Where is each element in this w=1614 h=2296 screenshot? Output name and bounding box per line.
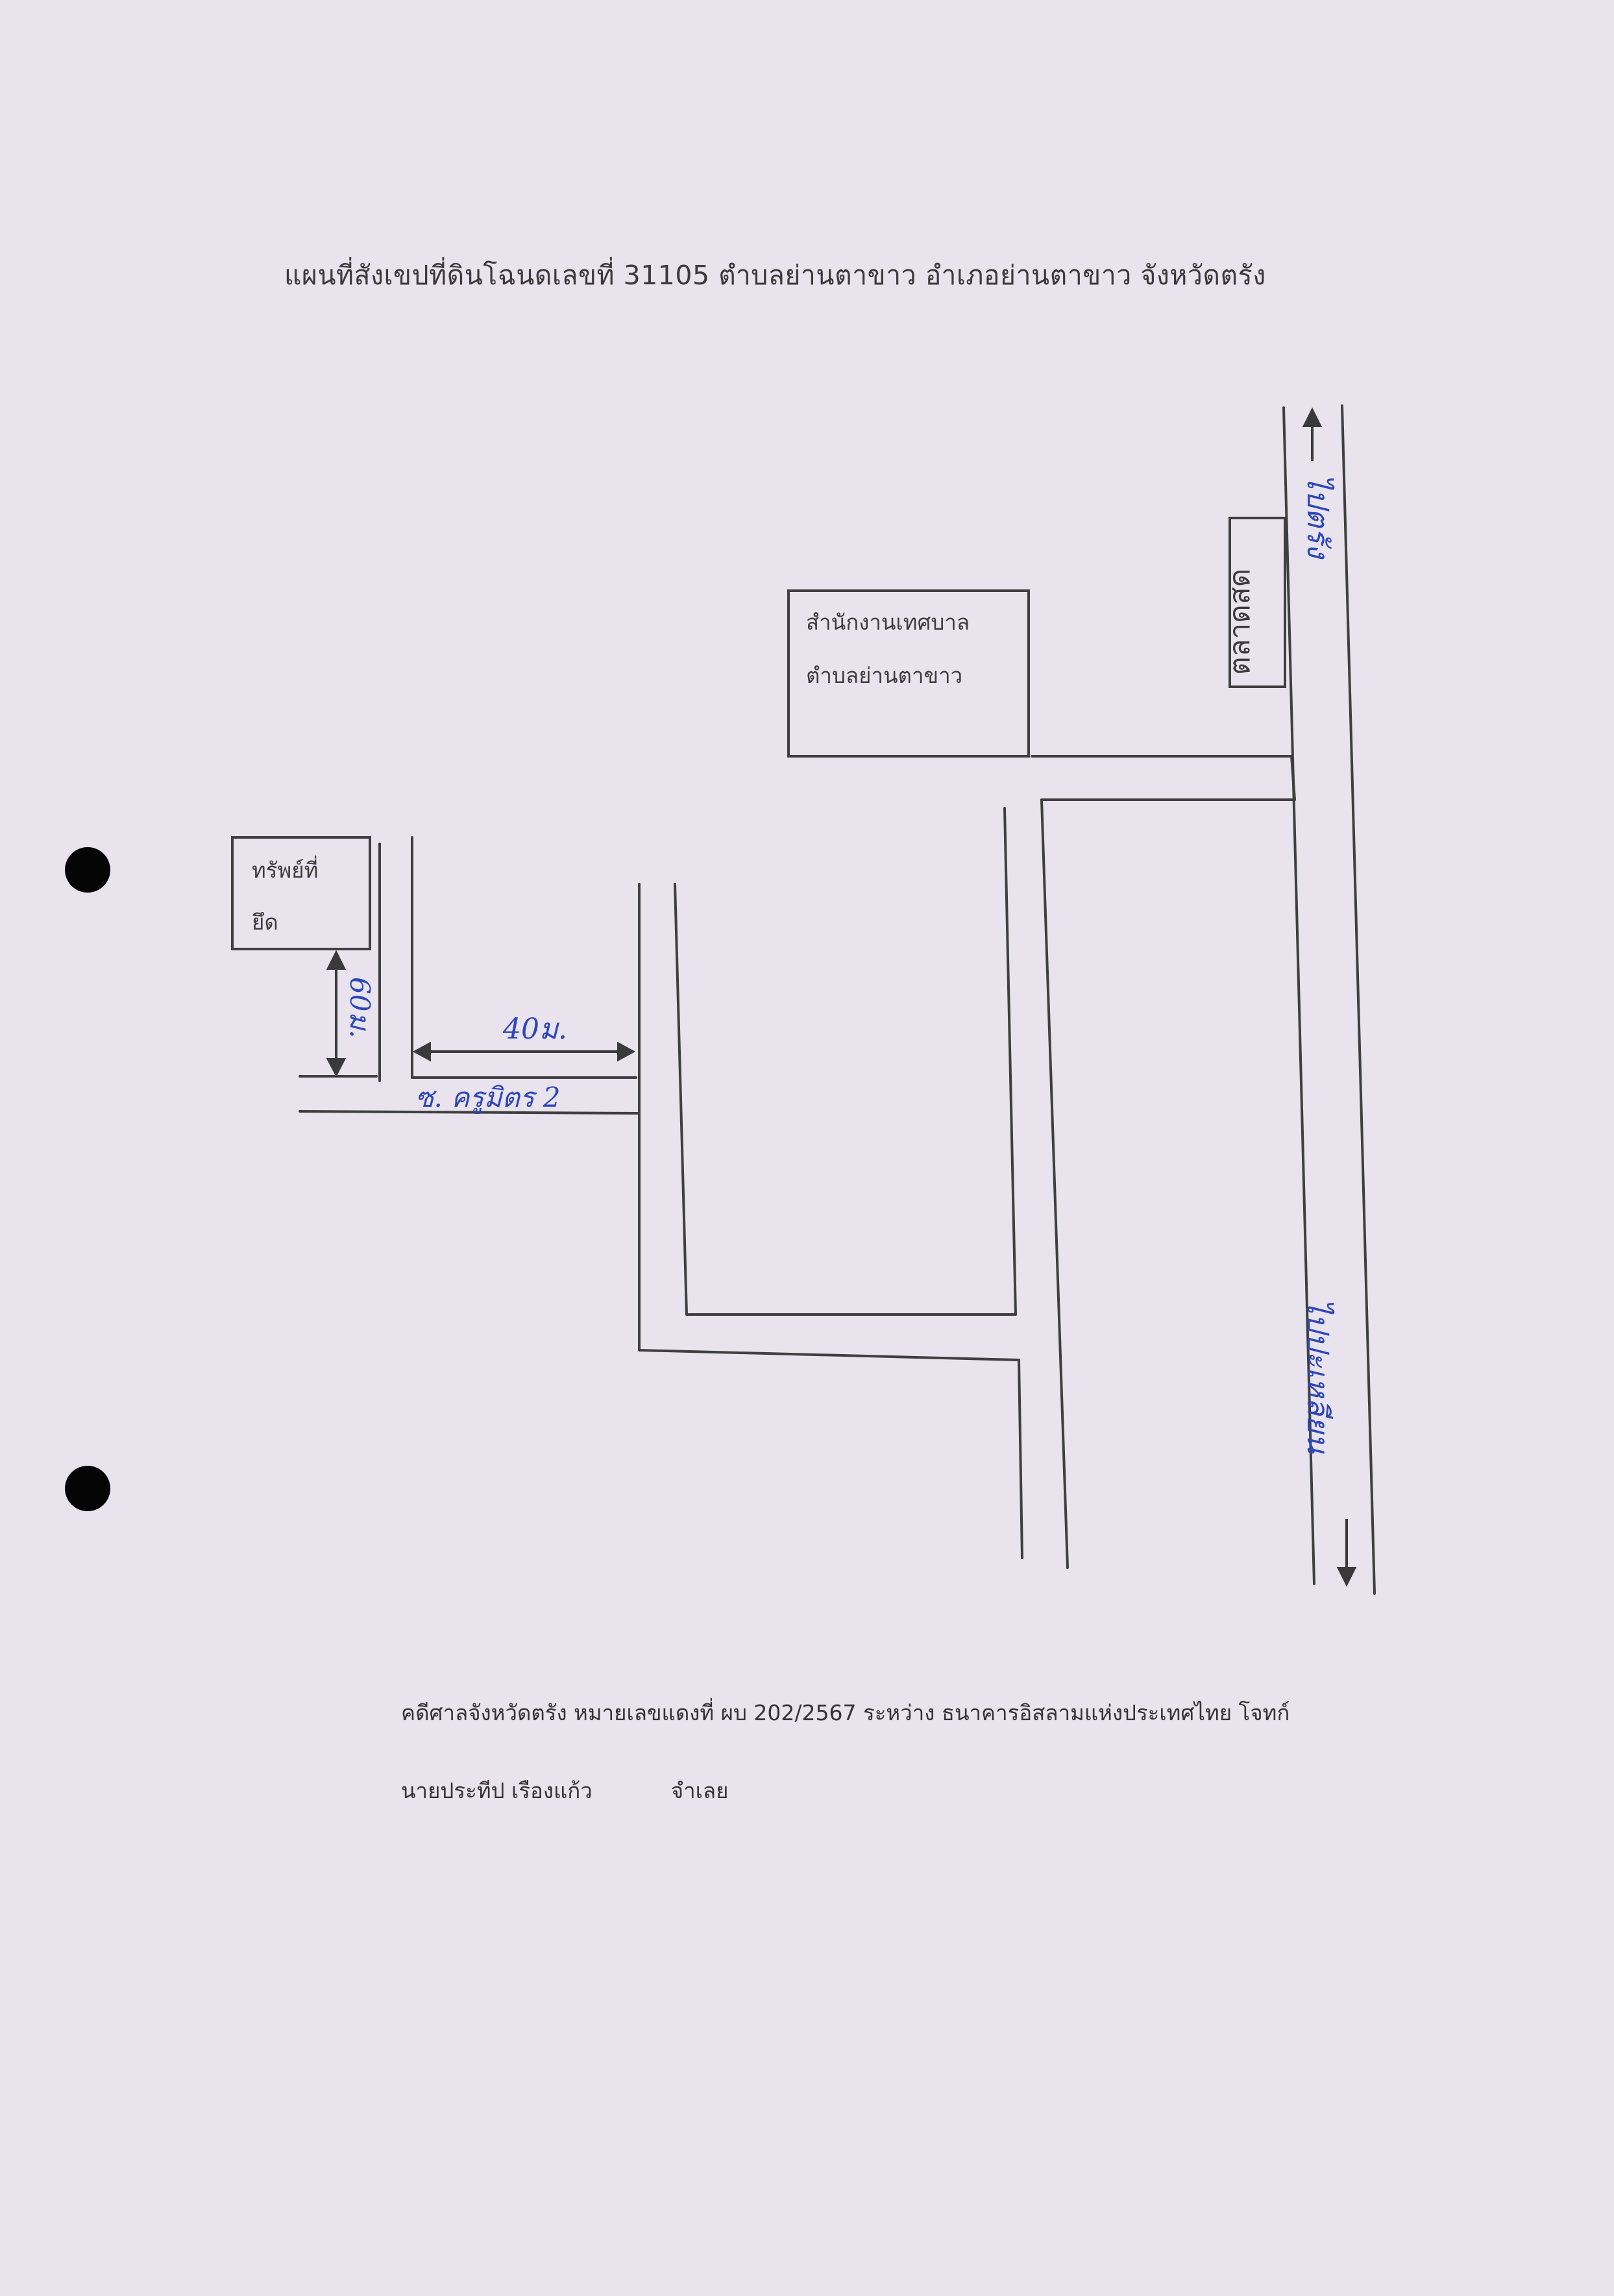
property-box-label-1: ทรัพย์ที่ bbox=[252, 856, 318, 883]
north-arrow bbox=[1302, 407, 1323, 461]
defendant-role: จำเลย bbox=[670, 1778, 729, 1803]
market-label: ตลาดสด bbox=[1223, 569, 1256, 675]
office-box-label-1: สำนักงานเทศบาล bbox=[806, 610, 970, 635]
punch-hole-upper bbox=[65, 847, 110, 893]
distance-vertical-label: 60ม. bbox=[344, 977, 376, 1038]
south-arrow bbox=[1336, 1519, 1357, 1587]
mid-road-left-2 bbox=[674, 883, 688, 1316]
road-label-north: ไปตรัง bbox=[1301, 474, 1336, 560]
highway-edge-left bbox=[1282, 406, 1315, 1585]
office-road-left-vertical bbox=[1040, 798, 1069, 1569]
highway-edge-right bbox=[1341, 404, 1376, 1595]
distance-horizontal-label: 40ม. bbox=[502, 1013, 567, 1046]
punch-hole-lower bbox=[65, 1466, 110, 1511]
market-box bbox=[1229, 517, 1286, 688]
office-road-left-vertical-2 bbox=[1003, 807, 1017, 1316]
defendant-row: นายประทีป เรืองแก้ว จำเลย bbox=[401, 1773, 728, 1808]
road-label-south: ไปปะเหลียน bbox=[1301, 1298, 1336, 1454]
office-box-label-2: ตำบลย่านตาขาว bbox=[806, 663, 962, 688]
soi-bottom-edge bbox=[299, 1110, 641, 1115]
map-title: แผนที่สังเขปที่ดินโฉนดเลขที่ 31105 ตำบลย… bbox=[284, 260, 1266, 291]
defendant-name: นายประทีป เรืองแก้ว bbox=[401, 1778, 593, 1803]
soi-label: ซ. ครูมิตร 2 bbox=[415, 1081, 560, 1114]
distance-vertical-arrow bbox=[326, 950, 347, 1078]
mid-road-bottom-2 bbox=[638, 1349, 1020, 1361]
case-reference: คดีศาลจังหวัดตรัง หมายเลขแดงที่ ผบ 202/2… bbox=[401, 1700, 1290, 1725]
office-box bbox=[787, 589, 1030, 758]
property-box-label-2: ยึด bbox=[252, 909, 278, 935]
distance-horizontal-arrow bbox=[412, 1041, 636, 1062]
office-road-right-edge bbox=[1290, 755, 1296, 801]
mid-road-right-lower bbox=[1018, 1359, 1023, 1559]
property-box bbox=[231, 836, 371, 950]
